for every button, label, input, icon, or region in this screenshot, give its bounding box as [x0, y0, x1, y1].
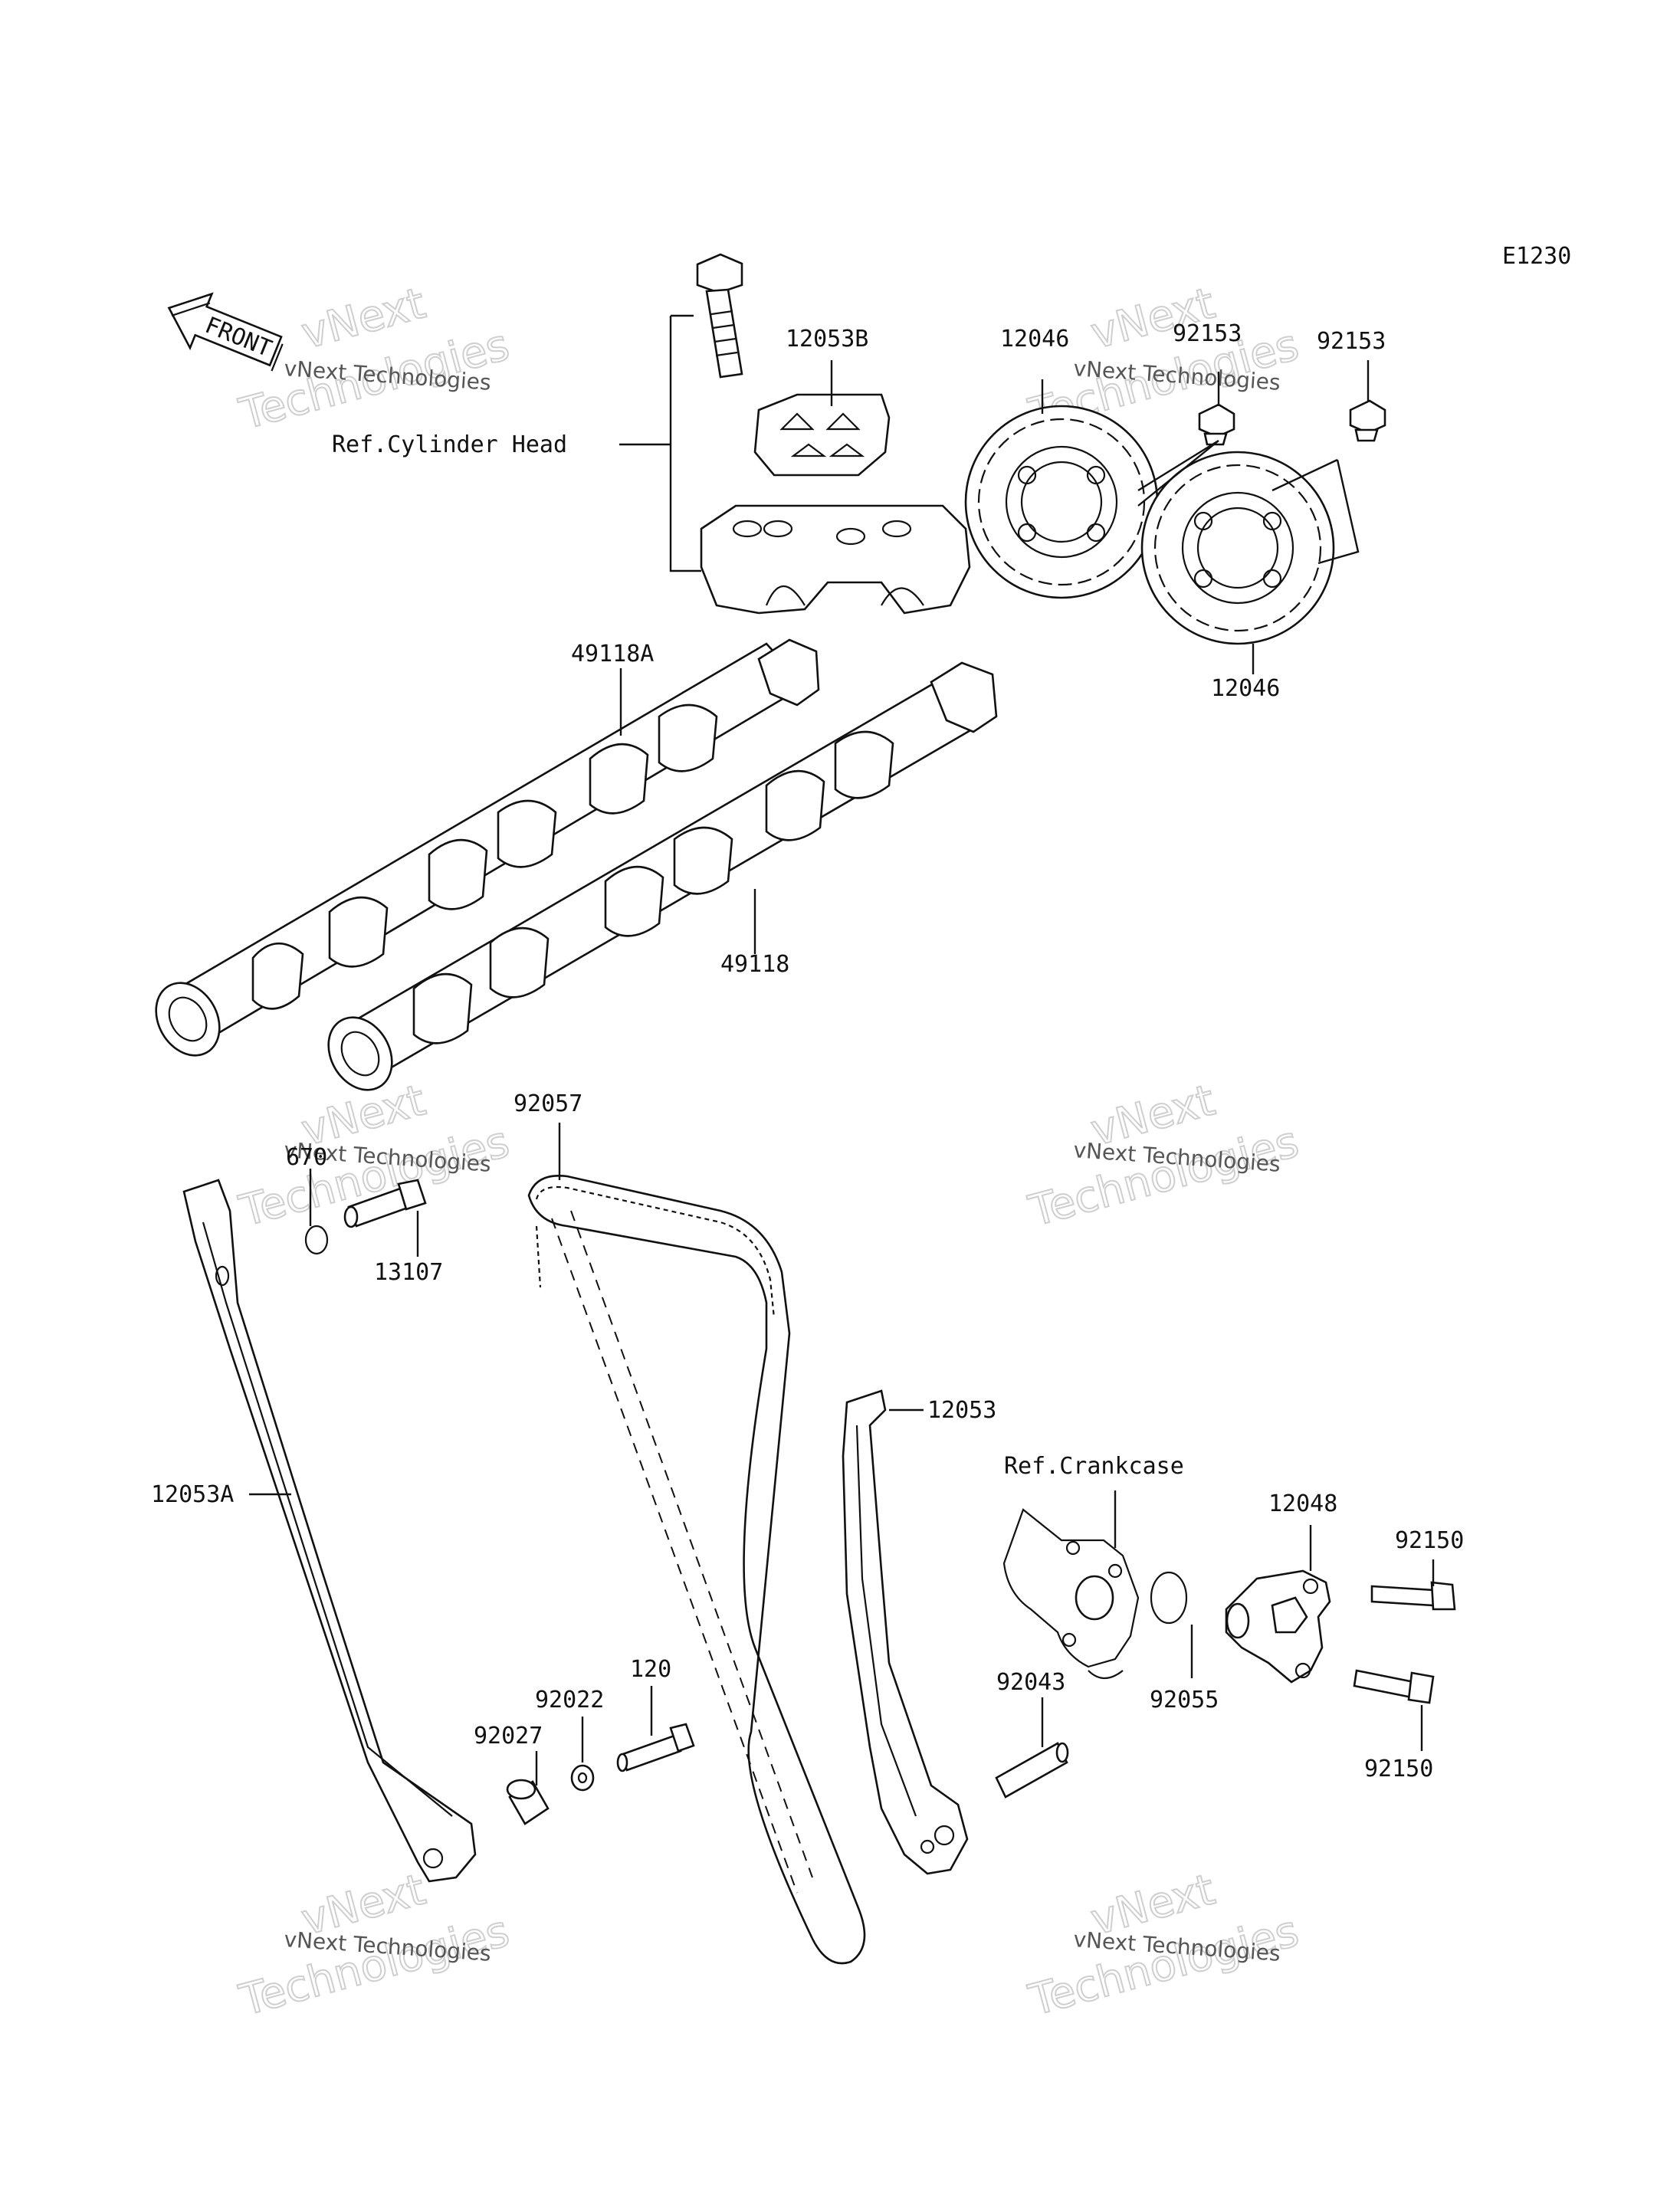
bolt-92150-b [1353, 1669, 1435, 1704]
crankcase-section [1002, 1508, 1140, 1680]
chain-guide-12053A [182, 1179, 477, 1883]
sprocket-bolt-a [1198, 403, 1235, 446]
camshaft-49118A [155, 638, 820, 1057]
part-92150-b[interactable]: 92150 [1364, 1756, 1433, 1782]
part-12046-bottom[interactable]: 12046 [1211, 675, 1280, 702]
part-12048[interactable]: 12048 [1268, 1490, 1337, 1517]
leader-bolt-a-lines [1137, 439, 1219, 507]
camshaft-holder [700, 504, 971, 615]
part-13107[interactable]: 13107 [374, 1259, 443, 1286]
timing-chain-92057 [527, 1175, 866, 1965]
part-92153-b[interactable]: 92153 [1317, 328, 1386, 355]
part-92022[interactable]: 92022 [535, 1687, 604, 1713]
watermark-bottom-left: vNext Technologies vNext Technologies [234, 1864, 515, 2026]
bolt-92150-a [1370, 1581, 1456, 1611]
part-92043[interactable]: 92043 [996, 1669, 1065, 1696]
part-92150-a[interactable]: 92150 [1395, 1527, 1464, 1554]
pin-92043 [995, 1742, 1069, 1799]
watermark-bottom-right: vNext Technologies vNext Technologies [1023, 1864, 1304, 2026]
part-92027[interactable]: 92027 [474, 1723, 543, 1749]
part-12053A[interactable]: 12053A [151, 1481, 234, 1508]
part-12053B[interactable]: 12053B [786, 326, 868, 353]
part-92057[interactable]: 92057 [514, 1090, 582, 1117]
o-ring-92055 [1150, 1571, 1188, 1625]
cylinder-head-bracket [619, 314, 701, 572]
ref-crankcase: Ref.Crankcase [1004, 1453, 1184, 1480]
front-arrow-icon: FRONT [167, 292, 284, 372]
part-120[interactable]: 120 [630, 1656, 671, 1683]
o-ring-670 [304, 1225, 329, 1255]
part-12053[interactable]: 12053 [927, 1397, 996, 1424]
sprocket-bolt-b [1349, 399, 1386, 442]
chain-guide-12053 [842, 1389, 969, 1875]
part-49118[interactable]: 49118 [720, 951, 789, 978]
part-92055[interactable]: 92055 [1150, 1687, 1219, 1713]
cam-sprocket-left [964, 405, 1159, 599]
part-670[interactable]: 670 [286, 1144, 327, 1171]
collar-92027 [506, 1779, 550, 1825]
bolt-120 [616, 1723, 695, 1772]
bolt-13107 [343, 1179, 427, 1228]
part-92153-a[interactable]: 92153 [1173, 320, 1242, 347]
watermark-mid-right: vNext Technologies vNext Technologies [1023, 1074, 1304, 1237]
camshaft-cap-12053B [753, 393, 891, 477]
part-12046-top[interactable]: 12046 [1000, 326, 1069, 353]
diagram-code: E1230 [1502, 243, 1571, 270]
part-49118A[interactable]: 49118A [571, 641, 654, 667]
leader-bolt-b-lines [1271, 458, 1360, 565]
cam-sprocket-right [1140, 451, 1335, 645]
tensioner-12048 [1225, 1569, 1331, 1684]
cylinder-head-bolt [696, 253, 743, 379]
washer-92022 [570, 1764, 595, 1792]
camshaft-49118 [327, 661, 998, 1091]
ref-cylinder-head: Ref.Cylinder Head [332, 431, 567, 458]
